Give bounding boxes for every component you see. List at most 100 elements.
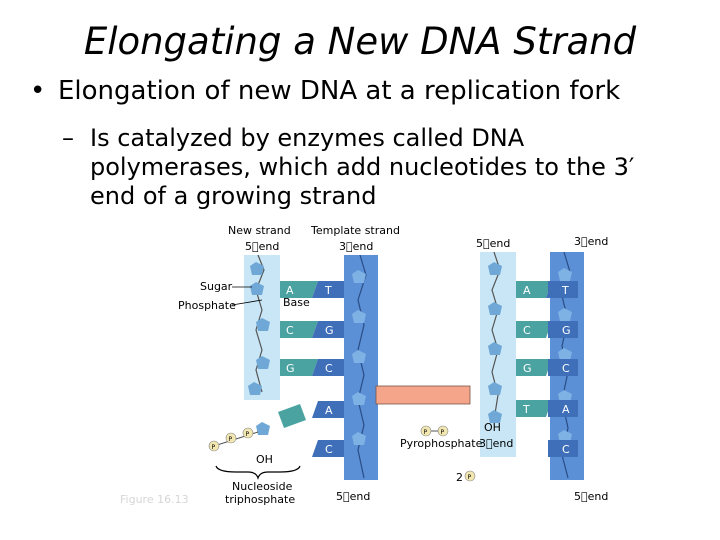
base-block-new	[280, 281, 318, 298]
base-letter-template: G	[325, 324, 334, 337]
bullet-marker: •	[30, 76, 46, 106]
label-phosphate: Phosphate	[178, 299, 236, 312]
sugar-pentagon	[488, 302, 502, 315]
base-letter-template: T	[324, 284, 332, 297]
base-letter-new: G	[523, 362, 532, 375]
sugar-pentagon	[488, 262, 502, 275]
base-block-new	[280, 321, 318, 338]
base-letter-template: C	[562, 443, 570, 456]
phosphate-letter: P	[212, 444, 216, 451]
left-base-pair-2: C G	[280, 321, 344, 338]
sugar-pentagon	[250, 282, 264, 295]
label-new-strand: New strand	[228, 224, 291, 237]
base-letter-template: A	[562, 403, 570, 416]
sub-bullet-text: Is catalyzed by enzymes called DNA polym…	[90, 124, 635, 210]
base-letter-template: C	[562, 362, 570, 375]
sugar-pentagon	[558, 348, 572, 361]
label-oh-left: OH	[256, 453, 273, 466]
sugar-pentagon	[558, 390, 572, 403]
label-new-strand-end: 5 end	[245, 240, 279, 253]
base-letter-new: A	[523, 284, 531, 297]
inorganic-phosphate	[464, 470, 476, 482]
label-template-end: 3 end	[339, 240, 373, 253]
right-base-pair-4: T A	[516, 400, 578, 417]
sugar-pentagon	[352, 392, 366, 405]
base-letter-new: G	[286, 362, 295, 375]
phosphate-circle	[225, 432, 237, 444]
sugar-pentagon	[558, 430, 572, 443]
right-base-pair-1: A T	[516, 281, 578, 298]
right-base-pair-2: C G	[516, 321, 578, 338]
base-block-new	[516, 321, 552, 338]
incoming-nucleoside-triphosphate: P P P	[208, 404, 306, 452]
base-block-new	[516, 359, 552, 376]
label-sugar: Sugar	[200, 280, 233, 293]
base-block-template	[548, 440, 578, 457]
left-template-sugars	[352, 270, 366, 445]
base-letter-template: C	[325, 362, 333, 375]
sugar-pentagon	[488, 382, 502, 395]
label-base: Base	[283, 296, 310, 309]
right-base-pair-3: G C	[516, 359, 578, 376]
pyrophosphate-group: P P	[420, 425, 449, 437]
phosphate-circle	[208, 440, 220, 452]
base-block-new	[516, 400, 552, 417]
label-right-new-end: 5 end	[476, 237, 510, 250]
phosphate-circle	[242, 427, 254, 439]
base-block-template	[312, 359, 344, 376]
label-template-5-end: 5 end	[336, 490, 370, 503]
sugar-pentagon	[256, 318, 270, 331]
base-letter-new: T	[522, 403, 530, 416]
base-block-template	[548, 281, 578, 298]
sugar-pentagon	[488, 410, 502, 423]
sugar-pentagon	[558, 268, 572, 281]
sugar-pentagon	[248, 382, 262, 395]
left-base-pair-5: C	[312, 440, 344, 457]
reaction-arrow	[375, 385, 471, 405]
sugar-pentagon	[256, 356, 270, 369]
phosphate-letter: P	[441, 429, 445, 436]
base-letter-template: C	[325, 443, 333, 456]
base-block-new	[280, 359, 318, 376]
base-block-template	[548, 321, 578, 338]
nucleoside-brace	[215, 465, 301, 480]
base-letter-template: T	[561, 284, 569, 297]
base-block-template	[312, 440, 344, 457]
sugar-pentagon	[352, 432, 366, 445]
incoming-base	[278, 404, 306, 428]
base-letter-new: A	[286, 284, 294, 297]
label-new-3-end: 3 end	[479, 437, 513, 450]
base-letter-new: C	[286, 324, 294, 337]
slide-title: Elongating a New DNA Strand	[83, 20, 637, 63]
left-base-pair-1: A T	[280, 281, 344, 298]
phosphate-circle	[420, 425, 432, 437]
label-triphosphate: triphosphate	[225, 493, 295, 506]
sugar-pentagon	[352, 270, 366, 283]
base-letter-new: C	[523, 324, 531, 337]
left-base-pair-3: G C	[280, 359, 344, 376]
base-block-template	[312, 281, 344, 298]
base-block-template	[312, 401, 344, 418]
label-right-template-end: 3 end	[574, 235, 608, 248]
sugar-pentagon	[250, 262, 264, 275]
phosphate-letter: P	[468, 474, 472, 481]
label-figure-caption: Figure 16.13	[120, 493, 189, 506]
phosphate-pointer	[231, 299, 263, 306]
label-template-strand: Template strand	[310, 224, 400, 237]
sub-bullet-marker: –	[62, 124, 74, 152]
label-nucleoside: Nucleoside	[232, 480, 293, 493]
left-new-sugars	[248, 262, 270, 395]
sugar-pentagon	[352, 310, 366, 323]
base-letter-template: G	[562, 324, 571, 337]
label-two-phosphates: 2	[456, 471, 463, 484]
phosphate-letter: P	[424, 429, 428, 436]
base-letter-template: A	[325, 404, 333, 417]
label-pyrophosphate: Pyrophosphate	[400, 437, 483, 450]
incoming-sugar	[256, 422, 270, 435]
main-bullet-text: Elongation of new DNA at a replication f…	[58, 76, 621, 106]
base-block-template	[548, 359, 578, 376]
sugar-pentagon	[488, 342, 502, 355]
phosphate-circle	[437, 425, 449, 437]
base-block-template	[548, 400, 578, 417]
